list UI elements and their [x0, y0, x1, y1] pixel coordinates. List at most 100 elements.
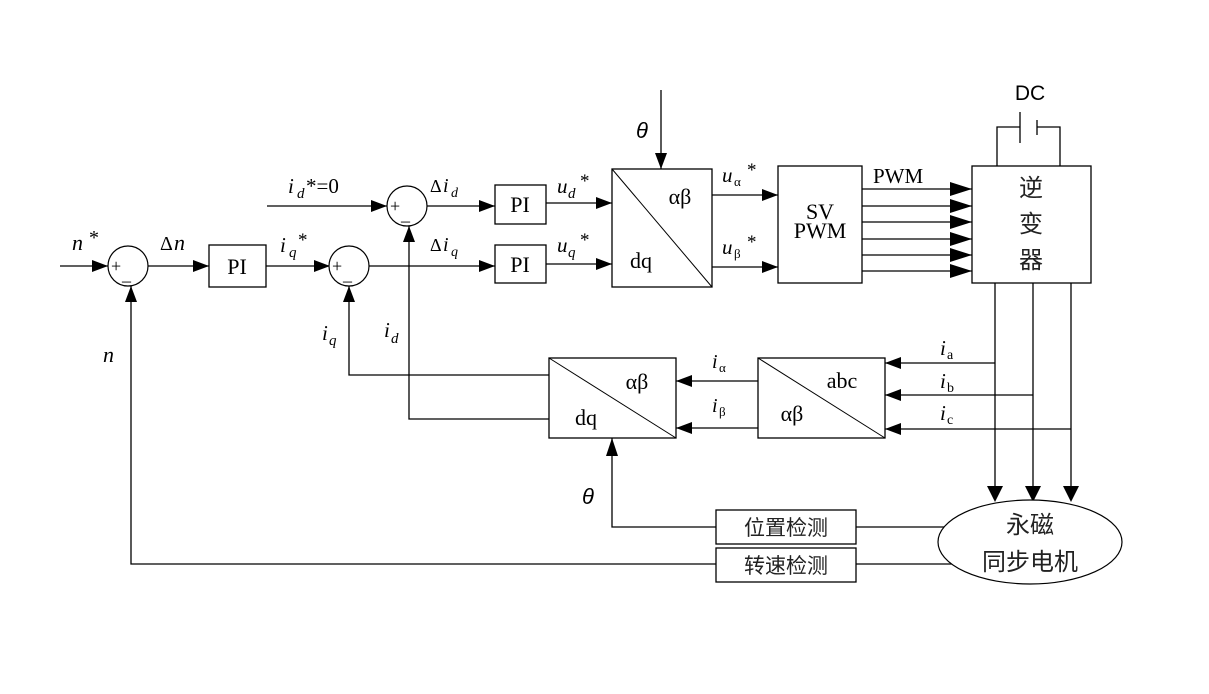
- arrow-head: [885, 423, 901, 435]
- delta-id-delta: Δ: [430, 176, 442, 196]
- arrow-head: [479, 200, 495, 212]
- arrow-head: [950, 264, 972, 278]
- uq-sub: q: [568, 245, 576, 261]
- dc-wire-left: [996, 126, 1020, 166]
- ic-var: i: [940, 401, 946, 425]
- pwm-label: PWM: [873, 164, 924, 188]
- inverse-park-top-label: αβ: [669, 184, 692, 209]
- inverter-rect: [971, 165, 1092, 284]
- delta-id-sub: d: [451, 186, 459, 201]
- ubeta-var: u: [722, 235, 733, 259]
- iq-ref-sub: q: [289, 245, 297, 261]
- dc-wire-right: [1037, 126, 1061, 166]
- delta-n-delta: Δ: [160, 233, 173, 255]
- pi-q-rect: [494, 244, 547, 284]
- arrow-head: [885, 357, 901, 369]
- dc-source: DC: [996, 82, 1061, 166]
- arrow-head: [596, 197, 612, 209]
- ibeta-var: i: [712, 395, 718, 417]
- svpwm-line1: SV: [806, 199, 834, 224]
- inverter-block: 逆 变 器: [971, 165, 1092, 284]
- position-detect-label: 位置检测: [744, 516, 828, 540]
- motor-label-2: 同步电机: [982, 548, 1078, 576]
- diagonal-divider: [548, 357, 677, 439]
- id-summer: + _: [386, 185, 428, 227]
- inverse-park-block: αβ dq: [611, 168, 713, 288]
- iq-fb-var: i: [322, 321, 328, 345]
- pi-speed-rect: [208, 244, 267, 288]
- pwm-bus: [862, 182, 972, 278]
- speed-summer: + _: [107, 245, 149, 287]
- pi-speed-block: PI: [208, 244, 267, 288]
- speed-feedback-line: [130, 286, 716, 565]
- park-block: αβ dq: [548, 357, 677, 439]
- arrow-head: [762, 189, 778, 201]
- diagonal-divider: [757, 357, 886, 439]
- ualpha-sub: α: [734, 174, 741, 189]
- arrow-head: [950, 248, 972, 262]
- inverter-char-2: 变: [1019, 210, 1043, 238]
- arrow-head: [885, 389, 901, 401]
- delta-iq-var: i: [443, 234, 449, 256]
- arrow-head: [193, 260, 209, 272]
- id-ref-var: i: [288, 174, 294, 198]
- svpwm-rect: [777, 165, 863, 284]
- id-ref-sub: d: [297, 186, 305, 202]
- ia-sub: a: [947, 348, 954, 363]
- svpwm-line2: PWM: [794, 218, 847, 243]
- arrow-head: [950, 182, 972, 196]
- id-feedback-line: [408, 226, 549, 420]
- ud-var: u: [557, 174, 568, 198]
- arrow-head: [403, 226, 415, 242]
- motor-ellipse: [937, 499, 1123, 585]
- summer-minus: _: [342, 264, 353, 284]
- summer-plus: +: [390, 196, 400, 216]
- park-top-label: αβ: [626, 369, 649, 394]
- ualpha-sup: *: [747, 160, 757, 181]
- inverter-char-1: 逆: [1019, 174, 1043, 202]
- arrow-head: [125, 286, 137, 302]
- arrow-head: [606, 438, 618, 456]
- uq-sup: *: [580, 230, 590, 251]
- summer-plus: +: [111, 256, 121, 276]
- inverter-char-3: 器: [1019, 246, 1043, 274]
- ialpha-sub: α: [719, 360, 726, 375]
- pi-d-rect: [494, 184, 547, 225]
- arrow-head: [343, 286, 355, 302]
- arrow-head: [987, 486, 1003, 502]
- ibeta-sub: β: [719, 404, 726, 419]
- speed-detect-label: 转速检测: [744, 554, 828, 578]
- pi-d-label: PI: [510, 192, 530, 217]
- park-bottom-label: dq: [575, 405, 597, 430]
- speed-fb-label: n: [103, 342, 114, 367]
- speed-detect-block: 转速检测: [715, 547, 857, 583]
- arrow-head: [950, 199, 972, 213]
- iq-feedback-line: [348, 286, 549, 376]
- pmsm-motor: 永磁 同步电机: [937, 499, 1123, 585]
- arrow-head: [676, 422, 692, 434]
- clarke-block: abc αβ: [757, 357, 886, 439]
- speed-ref-star: *: [89, 227, 99, 249]
- pi-q-block: PI: [494, 244, 547, 284]
- motor-label-1: 永磁: [1006, 511, 1054, 539]
- delta-n-var: n: [174, 230, 185, 255]
- theta-bottom-label: θ: [582, 484, 594, 509]
- arrow-head: [1025, 486, 1041, 502]
- iq-ref-var: i: [280, 233, 286, 257]
- arrow-head: [596, 258, 612, 270]
- ud-sub: d: [568, 186, 576, 202]
- theta-feedback-line: [611, 438, 716, 528]
- ualpha-var: u: [722, 163, 733, 187]
- inverse-park-bottom-label: dq: [630, 248, 652, 273]
- arrow-head: [676, 375, 692, 387]
- delta-iq-sub: q: [451, 245, 458, 260]
- dc-label: DC: [1015, 82, 1045, 105]
- ialpha-var: i: [712, 351, 718, 373]
- pi-q-label: PI: [510, 252, 530, 277]
- id-fb-var: i: [384, 318, 390, 342]
- speed-detect-rect: [715, 547, 857, 583]
- iq-summer: + _: [328, 245, 370, 287]
- clarke-top-label: abc: [827, 368, 858, 393]
- uq-var: u: [557, 233, 568, 257]
